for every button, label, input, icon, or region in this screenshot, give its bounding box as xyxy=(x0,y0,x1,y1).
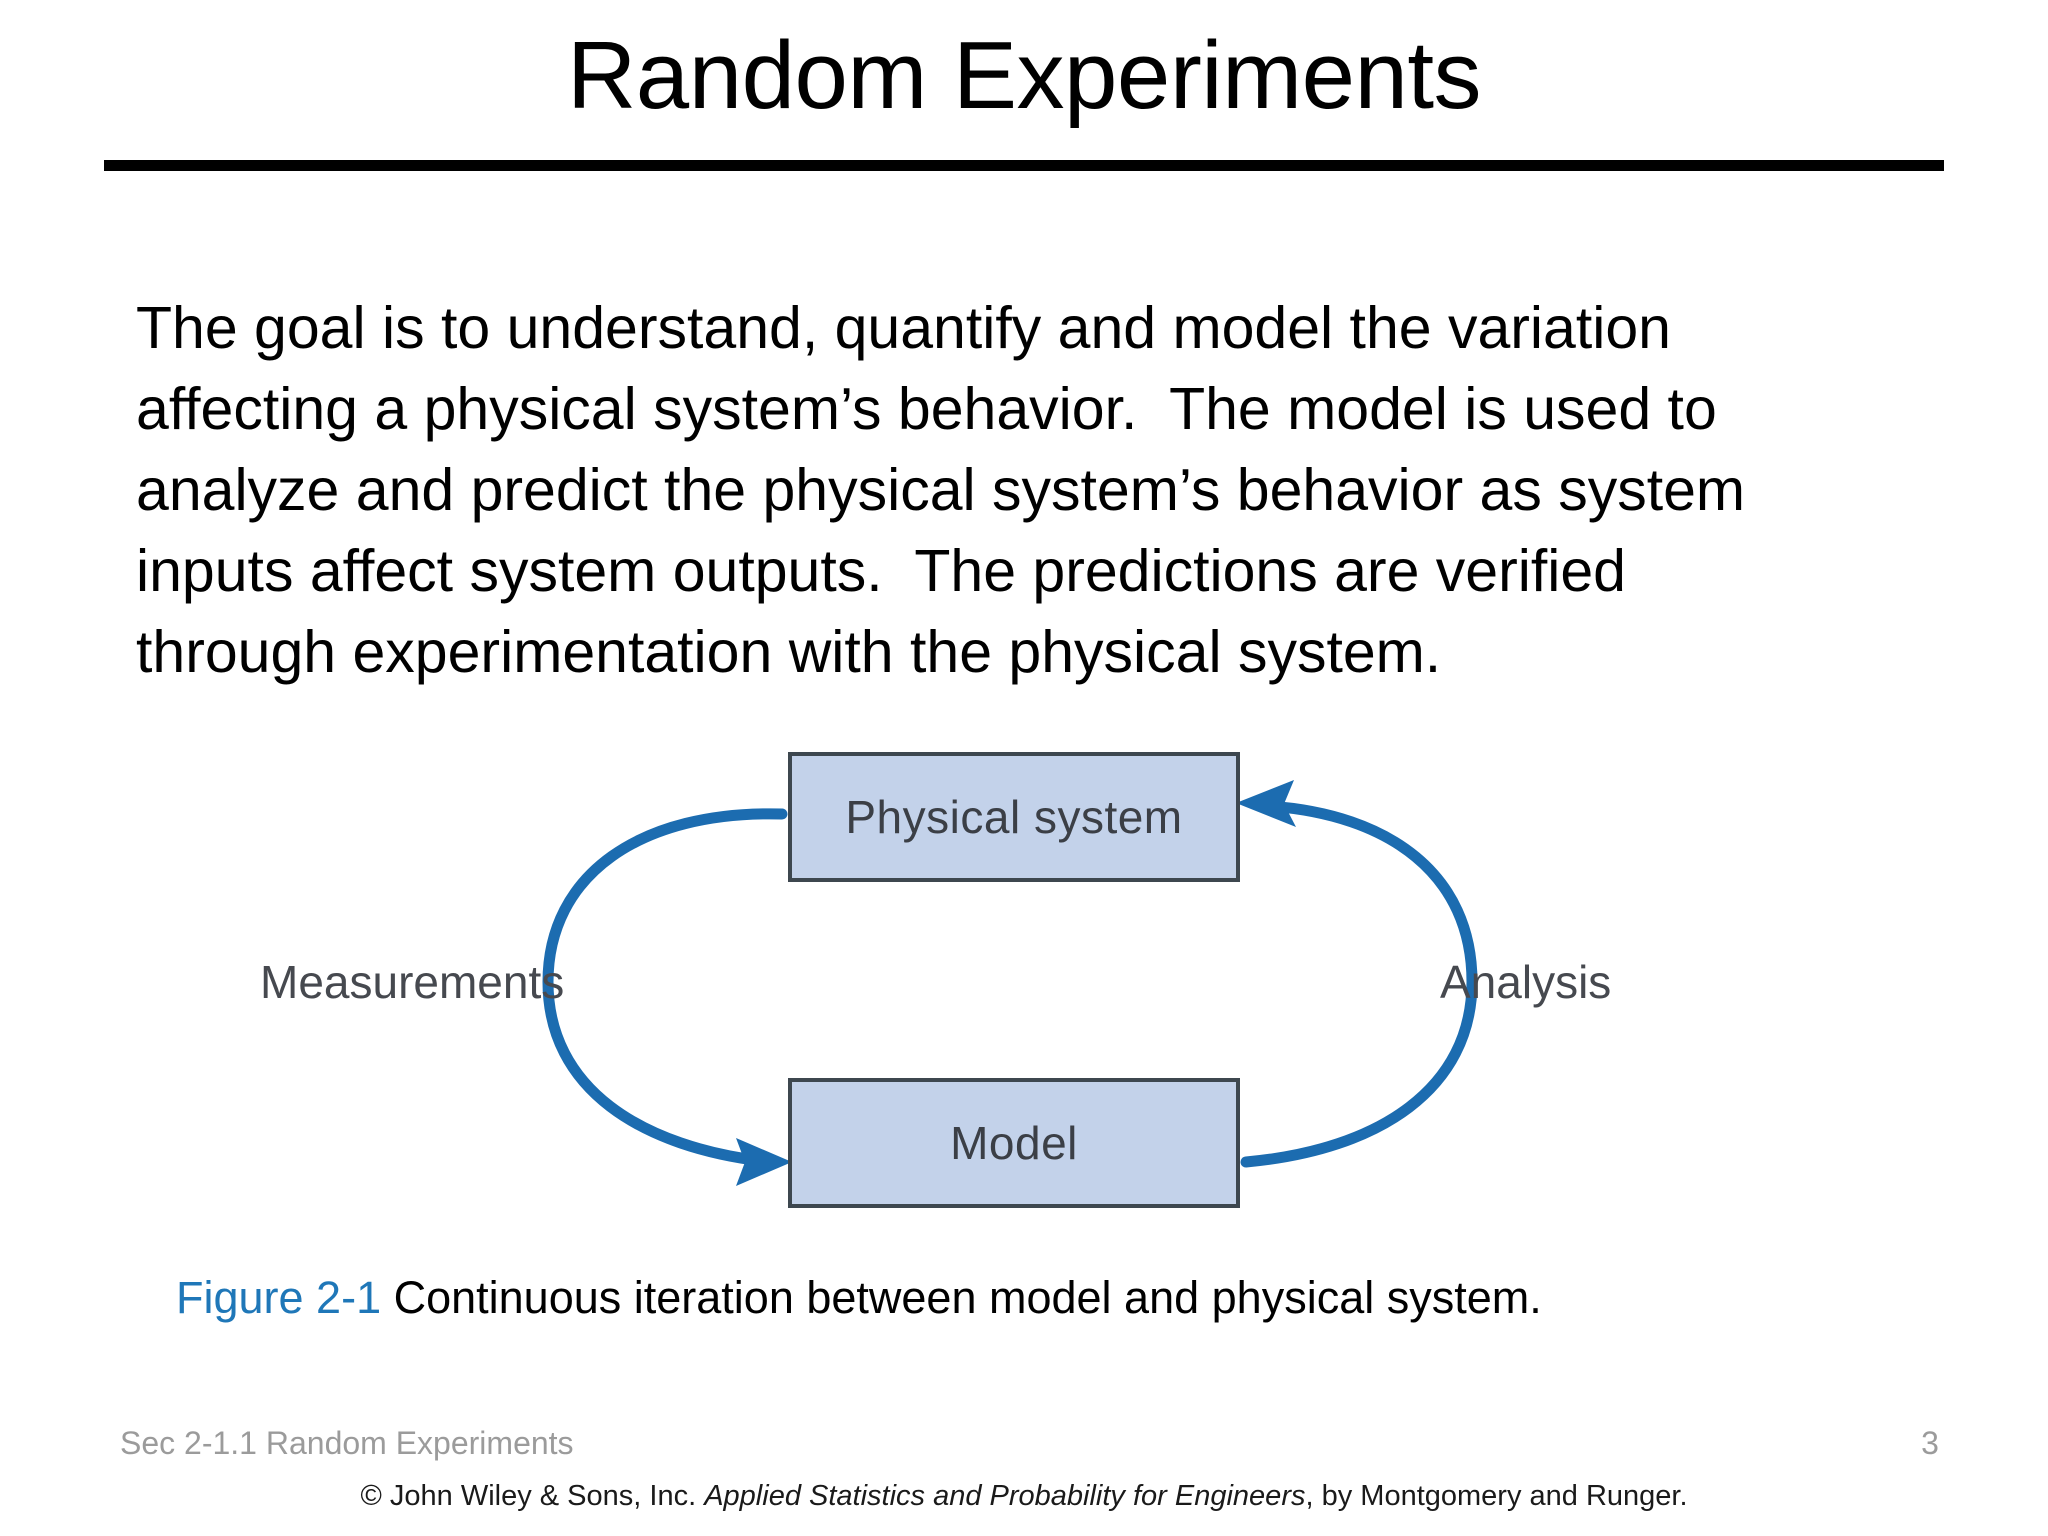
body-line-4: inputs affect system outputs. The predic… xyxy=(136,538,1626,604)
diagram-arrows-svg xyxy=(542,780,1478,1186)
copyright-authors: , by Montgomery and Runger. xyxy=(1305,1480,1688,1512)
right-arc-arrowhead-icon xyxy=(1236,780,1296,827)
body-line-1: The goal is to understand, quantify and … xyxy=(136,295,1671,361)
title-divider xyxy=(104,160,1944,171)
diagram-node-model: Model xyxy=(788,1078,1240,1208)
figure-caption: Figure 2-1 Continuous iteration between … xyxy=(176,1272,1542,1324)
diagram-node-model-label: Model xyxy=(950,1117,1078,1169)
body-paragraph: The goal is to understand, quantify and … xyxy=(136,288,1876,693)
diagram-node-physical-system-label: Physical system xyxy=(845,791,1183,843)
diagram-node-physical-system: Physical system xyxy=(788,752,1240,882)
diagram-edge-label-measurements: Measurements xyxy=(260,956,565,1008)
body-line-2: affecting a physical system’s behavior. … xyxy=(136,376,1717,442)
figure-caption-text: Continuous iteration between model and p… xyxy=(381,1272,1542,1323)
copyright-publisher: © John Wiley & Sons, Inc. xyxy=(360,1480,705,1512)
body-line-5: through experimentation with the physica… xyxy=(136,619,1442,685)
page-title: Random Experiments xyxy=(566,22,1482,129)
left-arc-arrowhead-icon xyxy=(736,1138,792,1186)
footer-section-label: Sec 2-1.1 Random Experiments xyxy=(120,1425,574,1461)
left-arc-path xyxy=(542,808,788,1168)
figure-caption-number: Figure 2-1 xyxy=(176,1272,382,1323)
footer-page-number: 3 xyxy=(1921,1425,1939,1461)
body-line-3: analyze and predict the physical system’… xyxy=(136,457,1746,523)
copyright-book-title: Applied Statistics and Probability for E… xyxy=(704,1480,1306,1512)
figure-diagram: Physical system Model Measurements Analy… xyxy=(0,710,2048,1230)
diagram-edge-label-analysis: Analysis xyxy=(1440,956,1612,1008)
right-arc-path xyxy=(1240,800,1478,1168)
copyright-notice: © John Wiley & Sons, Inc. Applied Statis… xyxy=(0,1480,2048,1513)
